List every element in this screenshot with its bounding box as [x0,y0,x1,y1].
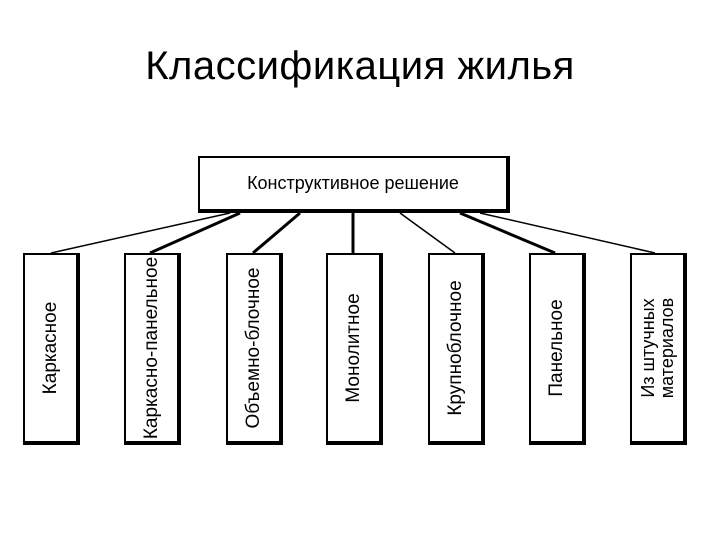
child-node-label: Панельное [545,299,567,397]
child-node-obemno-blochnoe: Объемно-блочное [226,253,283,445]
child-node-label: Крупноблочное [444,280,466,416]
child-node-monolitnoe: Монолитное [326,253,383,445]
root-node: Конструктивное решение [198,156,510,213]
connector-line [479,212,656,254]
child-node-krupnoblochnoe: Крупноблочное [428,253,485,445]
child-node-label: Каркасно-панельное [140,256,162,440]
child-node-label: Каркасное [39,301,61,395]
child-node-panelnoe: Панельное [529,253,586,445]
root-node-label: Конструктивное решение [247,173,459,193]
child-node-label: Монолитное [342,293,364,403]
connector-line [50,212,231,254]
connector-line [252,211,301,255]
child-node-karkasnoe: Каркасное [23,253,80,445]
child-node-iz-shtuchnyh-materialov: Из штучных материалов [630,253,687,445]
page-title: Классификация жилья [145,44,575,88]
connector-line [399,212,456,254]
child-node-label: Объемно-блочное [242,267,264,429]
child-node-karkasno-panelnoe: Каркасно-панельное [124,253,181,445]
child-node-label: Из штучных материалов [637,297,677,399]
connector-line [149,211,241,255]
connector-line [459,211,556,255]
